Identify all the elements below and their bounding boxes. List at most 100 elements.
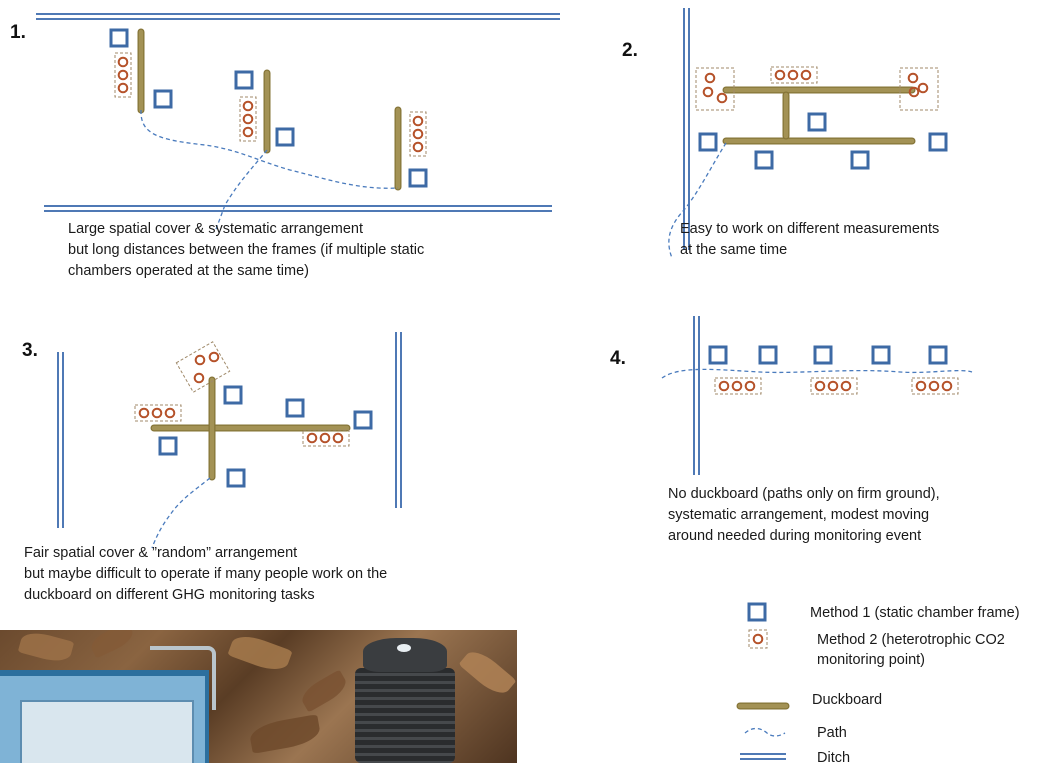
legend-label: Ditch <box>817 750 850 763</box>
panel-caption: Fair spatial cover & ”random” arrangemen… <box>24 545 297 561</box>
co2-monitoring-point <box>306 432 318 444</box>
ditch <box>693 316 700 475</box>
walking-path <box>151 477 211 549</box>
legend-label: Duckboard <box>812 692 882 708</box>
panel-number: 3. <box>22 340 38 361</box>
monitoring-point-group-box <box>114 52 132 98</box>
soil-chamber <box>355 638 455 763</box>
field-photo <box>0 630 517 763</box>
panel-number: 1. <box>10 22 26 43</box>
ditch <box>44 205 552 212</box>
static-chamber-frame <box>813 345 833 365</box>
monitoring-point-group-box <box>302 429 350 447</box>
monitoring-point-group-box <box>911 377 959 395</box>
static-chamber-frame <box>928 132 948 152</box>
co2-monitoring-point <box>814 380 826 392</box>
static-chamber-frame <box>226 468 246 488</box>
walking-path <box>140 109 399 189</box>
static-chamber-frame <box>109 28 129 48</box>
static-chamber-frame <box>275 127 295 147</box>
co2-monitoring-point <box>117 69 129 81</box>
co2-monitoring-point <box>412 141 424 153</box>
co2-monitoring-point <box>744 380 756 392</box>
panel-caption: No duckboard (paths only on firm ground)… <box>668 486 940 502</box>
panel-caption: Large spatial cover & systematic arrange… <box>68 221 363 237</box>
monitoring-point-group-box <box>770 66 818 84</box>
co2-monitoring-point <box>752 633 764 645</box>
static-chamber-frame <box>871 345 891 365</box>
co2-monitoring-point <box>412 115 424 127</box>
static-chamber-frame <box>758 345 778 365</box>
device-handle <box>150 646 216 710</box>
panel-caption: Easy to work on different measurements <box>680 221 939 237</box>
walking-path <box>214 149 268 233</box>
co2-monitoring-point <box>827 380 839 392</box>
monitoring-point-group-box <box>409 111 427 157</box>
panel-caption: around needed during monitoring event <box>668 528 921 544</box>
co2-monitoring-point <box>117 82 129 94</box>
monitoring-point-group-box <box>134 404 182 422</box>
static-chamber-frame <box>747 602 767 622</box>
co2-monitoring-point <box>208 351 220 363</box>
panel-caption: but long distances between the frames (i… <box>68 242 424 258</box>
panel-number: 4. <box>610 348 626 369</box>
walking-path <box>668 142 727 259</box>
static-chamber-frame <box>223 385 243 405</box>
co2-monitoring-point <box>928 380 940 392</box>
static-chamber-frame <box>807 112 827 132</box>
legend-label: Method 2 (heterotrophic CO2 <box>817 632 1005 648</box>
co2-monitoring-point <box>193 372 205 384</box>
co2-monitoring-point <box>319 432 331 444</box>
static-chamber-frame <box>708 345 728 365</box>
monitoring-point-group-box <box>175 341 231 393</box>
ditch <box>36 13 560 20</box>
legend-label: monitoring point) <box>817 652 925 668</box>
co2-monitoring-point <box>907 72 919 84</box>
co2-monitoring-point <box>332 432 344 444</box>
co2-monitoring-point <box>917 82 929 94</box>
legend-label: Path <box>817 725 847 741</box>
co2-monitoring-point <box>194 354 206 366</box>
co2-monitoring-point <box>731 380 743 392</box>
panel-caption: systematic arrangement, modest moving <box>668 507 929 523</box>
monitoring-point-group-box <box>239 96 257 142</box>
co2-monitoring-point <box>718 380 730 392</box>
co2-monitoring-point <box>915 380 927 392</box>
co2-monitoring-point <box>164 407 176 419</box>
panel-caption: but maybe difficult to operate if many p… <box>24 566 387 582</box>
static-chamber-frame <box>285 398 305 418</box>
static-chamber-frame <box>850 150 870 170</box>
walking-path <box>661 368 973 379</box>
monitoring-point-group-box <box>714 377 762 395</box>
co2-monitoring-point <box>138 407 150 419</box>
walking-path <box>744 727 786 737</box>
legend-label: Method 1 (static chamber frame) <box>810 605 1020 621</box>
static-chamber-frame <box>353 410 373 430</box>
panel-caption: duckboard on different GHG monitoring ta… <box>24 587 315 603</box>
device-screen <box>20 700 194 763</box>
static-chamber-frame <box>153 89 173 109</box>
static-chamber-frame <box>234 70 254 90</box>
co2-monitoring-point <box>941 380 953 392</box>
co2-monitoring-point <box>840 380 852 392</box>
ditch <box>683 8 690 250</box>
static-chamber-frame <box>754 150 774 170</box>
co2-monitoring-point <box>412 128 424 140</box>
co2-monitoring-point <box>774 69 786 81</box>
panel-caption: chambers operated at the same time) <box>68 263 309 279</box>
co2-monitoring-point <box>242 113 254 125</box>
co2-monitoring-point <box>117 56 129 68</box>
co2-monitoring-point <box>704 72 716 84</box>
co2-monitoring-point <box>787 69 799 81</box>
static-chamber-frame <box>698 132 718 152</box>
monitoring-point-group-box <box>748 629 768 649</box>
static-chamber-frame <box>408 168 428 188</box>
static-chamber-frame <box>928 345 948 365</box>
ditch <box>395 332 402 508</box>
co2-monitoring-point <box>151 407 163 419</box>
co2-monitoring-point <box>702 86 714 98</box>
ditch <box>57 352 64 528</box>
co2-monitoring-point <box>242 100 254 112</box>
static-chamber-frame <box>158 436 178 456</box>
